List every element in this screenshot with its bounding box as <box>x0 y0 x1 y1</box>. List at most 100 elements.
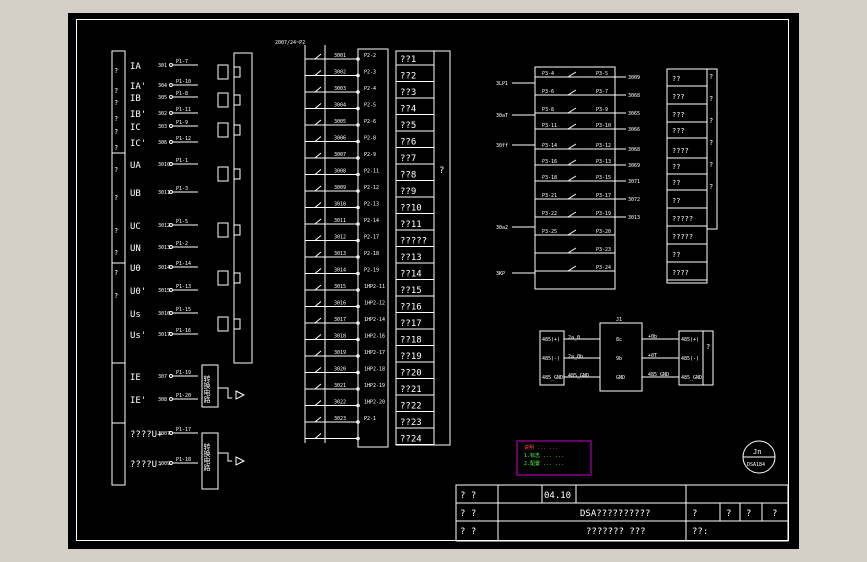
bo-right-tag: P3-5 <box>596 71 608 77</box>
bi-node <box>356 222 360 226</box>
channel-label: IB' <box>130 110 146 120</box>
terminal-node <box>169 311 173 315</box>
bi-number: 3018 <box>334 334 346 340</box>
channel-label: UA <box>130 161 141 171</box>
pin-tag: P1-9 <box>176 120 188 126</box>
bo-output: 3009 <box>628 75 640 81</box>
bi-name: ??9 <box>400 187 416 197</box>
comm-mid-right: +0T <box>648 353 657 359</box>
bi-number: 3008 <box>334 169 346 175</box>
bi-name: ??18 <box>400 336 422 346</box>
tb-r3c1: ? ? <box>460 527 476 537</box>
comm-left: 485(-) <box>542 356 560 362</box>
converter-label-2: 转换电路 <box>203 442 211 472</box>
bi-name: ??21 <box>400 385 422 395</box>
bo-output: 3071 <box>628 179 640 185</box>
bi-pin-tag: P2-3 <box>364 70 376 76</box>
bi-contact <box>314 169 322 175</box>
bi-node <box>356 436 360 441</box>
bi-pin-tag: 1HP2-11 <box>364 284 385 290</box>
bo-right-tag: P3-15 <box>596 175 611 181</box>
bi-contact <box>314 86 322 93</box>
transformer-core <box>217 316 229 332</box>
bi-name: ??20 <box>400 369 422 379</box>
bi-pin-tag: P2-13 <box>364 202 379 208</box>
bi-contact <box>314 284 322 291</box>
bi-pin-tag: P2-18 <box>364 251 379 257</box>
tb-r2c2: DSA?????????? <box>580 509 650 519</box>
bi-node <box>356 139 360 144</box>
bi-number: 3023 <box>334 416 346 422</box>
terminal-node <box>169 95 173 99</box>
bi-node <box>356 255 360 259</box>
pin-tag: P1-13 <box>176 284 191 290</box>
bi-pin-tag: P2-12 <box>364 185 379 191</box>
row-q: ? <box>114 144 118 152</box>
terminal-node <box>169 124 173 128</box>
bo-side-q: ? <box>709 117 713 125</box>
channel-label: Us' <box>130 331 146 341</box>
channel-label: UC <box>130 222 141 232</box>
bo-contact <box>567 211 577 218</box>
row-q: ? <box>114 115 118 123</box>
terminal-label: 3009 <box>158 461 170 467</box>
pin-tag: P1-15 <box>176 307 191 313</box>
terminal-label: 3014 <box>158 265 170 271</box>
row-q: ? <box>114 99 118 107</box>
bi-name: ??10 <box>400 204 422 214</box>
bi-name: ????? <box>400 237 427 247</box>
legend-line-2: 1.标志 ... ... <box>524 452 564 459</box>
bi-number: 3015 <box>334 284 346 290</box>
bo-name: ?? <box>672 179 680 187</box>
bi-node <box>356 123 360 127</box>
terminal-node <box>169 431 173 435</box>
legend-line-1: 说明 ... ... <box>524 444 558 451</box>
terminal-node <box>169 288 173 292</box>
row-q: ? <box>114 166 118 174</box>
pin-tag: P1-11 <box>176 107 191 113</box>
comm-mid-right: 485_GND <box>648 372 669 378</box>
transformer-winding <box>233 272 241 284</box>
bi-number: 3006 <box>334 136 346 142</box>
pin-tag: P1-17 <box>176 427 191 433</box>
pin-tag: P1-5 <box>176 219 188 225</box>
bi-number: 3022 <box>334 400 346 406</box>
pin-tag: P1-7 <box>176 59 188 65</box>
comm-box-title: J1 <box>616 317 622 323</box>
bi-pin-tag: P2-8 <box>364 136 376 142</box>
terminal-node <box>169 397 173 401</box>
pin-tag: P1-12 <box>176 136 191 142</box>
transformer-core <box>217 222 229 238</box>
bo-left-tag: P3-8 <box>542 107 554 113</box>
row-q: ? <box>114 128 118 136</box>
bi-number: 3014 <box>334 268 346 274</box>
bi-name: ??15 <box>400 286 422 296</box>
tb-r1c1: ? ? <box>460 491 476 501</box>
tb-r2c5: ? <box>746 509 751 519</box>
bi-node <box>356 156 360 160</box>
bi-contact <box>314 367 322 373</box>
bi-name: ??8 <box>400 171 416 181</box>
bi-node <box>356 205 360 210</box>
bi-pin-tag: P2-17 <box>364 235 379 241</box>
bo-output: 3068 <box>628 93 640 99</box>
bo-name: ????? <box>672 233 693 241</box>
tb-r2c6: ? <box>772 509 777 519</box>
terminal-label: 302 <box>158 111 167 117</box>
bo-output: 3013 <box>628 215 640 221</box>
row-q: ? <box>114 292 118 300</box>
tb-r3c2: ??????? ??? <box>586 527 646 537</box>
bi-contact <box>314 416 322 423</box>
terminal-node <box>169 63 173 67</box>
bo-input: 3KP <box>496 271 505 277</box>
bo-contact <box>567 143 577 150</box>
bi-number: 3004 <box>334 103 346 109</box>
terminal-label: 3007 <box>158 431 170 437</box>
bi-number: 3007 <box>334 152 346 158</box>
bo-side-q: ? <box>709 95 713 103</box>
bi-pin-tag: 1HP2-17 <box>364 350 385 356</box>
bi-name: ??3 <box>400 88 416 98</box>
